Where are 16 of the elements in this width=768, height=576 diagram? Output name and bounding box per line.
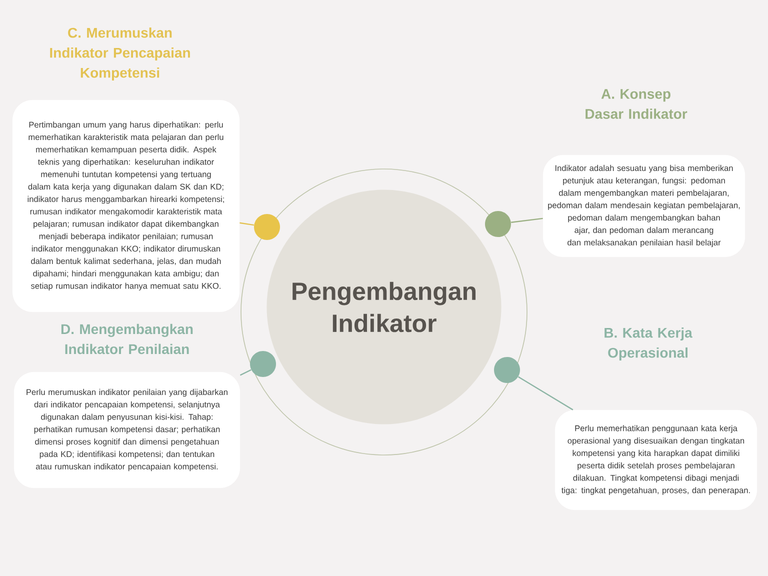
dot xyxy=(250,351,276,377)
dot xyxy=(254,214,280,240)
text-card: Pertimbangan umum yang harus diperhatikan: perlu memerhatikan karakteristik mata pelajaran dan perlu memerhatikan kemampuan peserta didik. Aspek teknis yang diperhatikan: keseluruhan indikator memenuhi tuntutan kompetensi yang tertuang dalam kata kerja yang digunakan dalam SK dan KD; indikator harus menggambarkan hirearki kompetensi; rumusan indikator mengakomodir karakteristik mata pelajaran; rumusan indikator dapat dikembangkan menjadi beberapa indikator penilaian; rumusan indikator menggunakan KKO; indikator dirumuskan dalam bentuk kalimat sederhana, jelas, dan mudah dipahami; hindari menggunakan kata ambigu; dan setiap rumusan indikator hanya memuat satu KKO. xyxy=(12,100,240,312)
connector-line xyxy=(240,222,254,226)
text-card: Perlu merumuskan indikator penilaian yang dijabarkan dari indikator pencapaian kompetensi, selanjutnya digunakan dalam penyusunan kisi-kisi. Tahap: perhatikan rumusan kompetensi dasar; perhatikan dimensi proses kognitif dan dimensi pengetahuan pada KD; identifikasi kompetensi; dan tentukan atau rumuskan indikator pencapaian kompetensi. xyxy=(14,372,240,488)
section-heading: D. Mengembangkan Indikator Penilaian xyxy=(61,324,193,354)
dot xyxy=(485,211,511,237)
dot xyxy=(494,357,520,383)
text-card: Indikator adalah sesuatu yang bisa memberikan petunjuk atau keterangan, fungsi: pedoman dalam mengembangkan materi pembelajaran, pedoman dalam mendesain kegiatan pembelajaran, pedoman dalam mengembangkan bahan ajar, dan pedoman dalam merancang dan melaksanakan penilaian hasil belajar xyxy=(543,155,745,257)
text-card: Perlu memerhatikan penggunaan kata kerja operasional yang disesuaikan dengan tingkatan kompetensi yang kita harapkan dapat dimiliki peserta didik setelah proses pembelajaran dilakuan. Tingkat kompetensi dibagi menjadi tiga: tingkat pengetahuan, proses, dan penerapan. xyxy=(555,410,757,510)
connector-line xyxy=(511,218,543,223)
connector-line xyxy=(240,369,252,376)
section-heading: B. Kata Kerja Operasional xyxy=(604,327,692,361)
section-heading: A. Konsep Dasar Indikator xyxy=(586,89,688,119)
section-heading: C. Merumuskan Indikator Pencapaian Kompetensi xyxy=(50,27,190,81)
connector-line xyxy=(518,376,574,410)
